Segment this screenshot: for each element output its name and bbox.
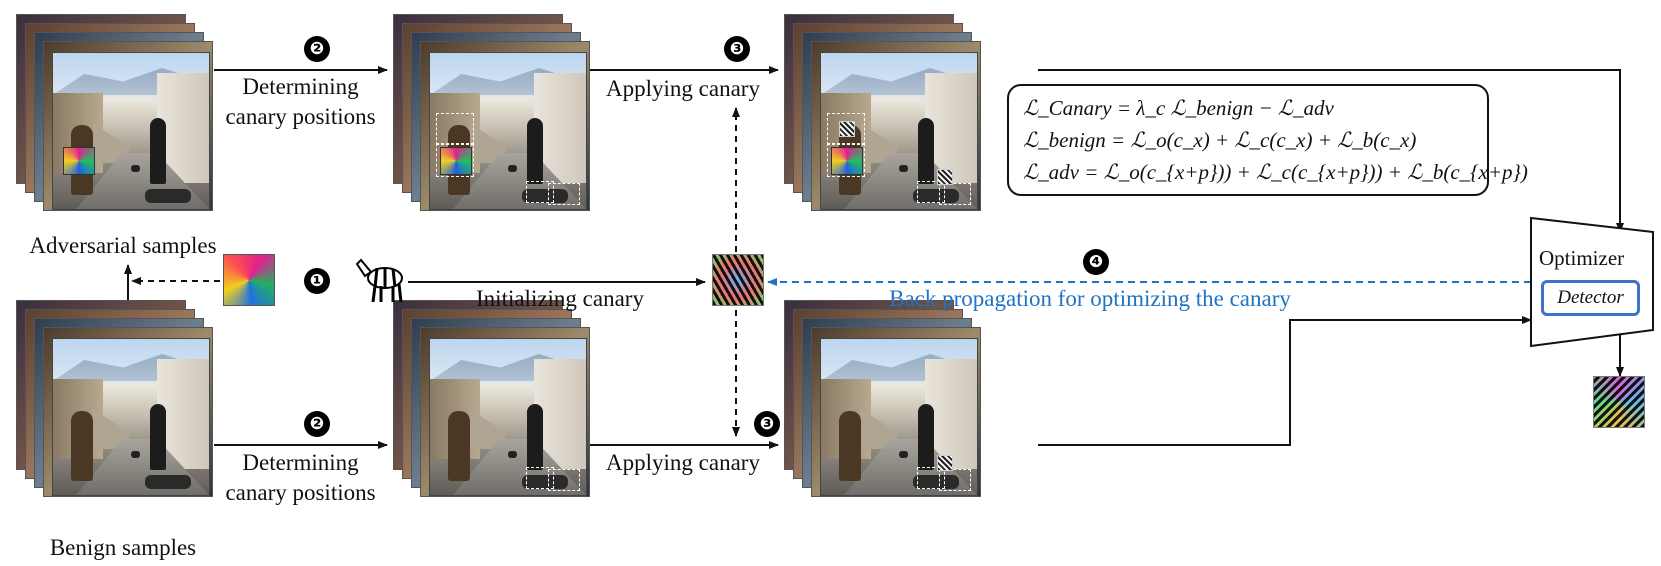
adversarial-canary-applied-stack [784,14,1024,234]
optimized-canary-thumbnail [1593,376,1645,428]
step-3-marker-bottom: ❸ [754,411,780,437]
adversarial-positions-stack [393,14,633,234]
street-image [429,338,587,496]
applied-canary [839,121,855,137]
determining-label-top-line2: canary positions [225,104,376,129]
adversarial-samples-stack [16,14,256,234]
canary-position-box [939,469,971,491]
street-image [820,338,978,496]
canary-position-box [436,143,474,177]
canary-position-box [526,467,554,489]
canary-position-box [827,143,865,177]
canary-thumbnail [712,254,764,306]
initializing-canary-label: Initializing canary [476,286,644,311]
zebra-icon [355,258,403,303]
benign-loss-equation: ℒ_benign = ℒ_o(c_x) + ℒ_c(c_x) + ℒ_b(c_x… [1023,128,1417,152]
arrow-bottom-output-to-optimizer [1038,316,1532,446]
optimizer-label: Optimizer [1539,246,1625,270]
adversarial-patch [440,147,472,175]
applying-canary-label-top: Applying canary [606,76,760,101]
step-3-marker-top: ❸ [724,36,750,62]
canary-position-box [526,181,554,203]
determining-label-bottom-line1: Determining [242,450,359,475]
step-1-marker: ❶ [304,268,330,294]
adversarial-patch [63,147,95,175]
arrow-top-output-to-optimizer [1038,69,1624,233]
canary-position-box [548,469,580,491]
determining-label-bottom-line2: canary positions [225,480,376,505]
adversarial-loss-equation: ℒ_adv = ℒ_o(c_{x+p})) + ℒ_c(c_{x+p})) + … [1023,160,1528,184]
applying-canary-label-bottom: Applying canary [606,450,760,475]
step-2-marker-top: ❷ [304,36,330,62]
back-propagation-label: Back propagation for optimizing the cana… [889,286,1291,311]
canary-loss-equation: ℒ_Canary = λ_c ℒ_benign − ℒ_adv [1023,96,1334,120]
applied-canary [937,169,953,185]
applied-canary [937,455,953,471]
detector-box: Detector [1541,280,1640,316]
benign-canary-applied-stack [784,300,1024,520]
benign-positions-stack [393,300,633,520]
adversarial-patch [831,147,863,175]
benign-samples-stack [16,300,256,520]
determining-label-top-line1: Determining [242,74,359,99]
loss-equations-box: ℒ_Canary = λ_c ℒ_benign − ℒ_adv ℒ_benign… [1007,84,1528,196]
adversarial-samples-label: Adversarial samples [29,233,217,258]
street-image [429,52,587,210]
canary-position-box [436,113,474,145]
canary-position-box [548,183,580,205]
step-4-marker: ❹ [1083,249,1109,275]
street-image [52,338,210,496]
street-image [52,52,210,210]
adversarial-patch-thumbnail [223,254,275,306]
street-image [820,52,978,210]
canary-position-box [827,113,865,145]
canary-position-box [917,181,945,203]
step-2-marker-bottom: ❷ [304,411,330,437]
canary-position-box [917,467,945,489]
canary-position-box [939,183,971,205]
benign-samples-label: Benign samples [49,535,197,560]
